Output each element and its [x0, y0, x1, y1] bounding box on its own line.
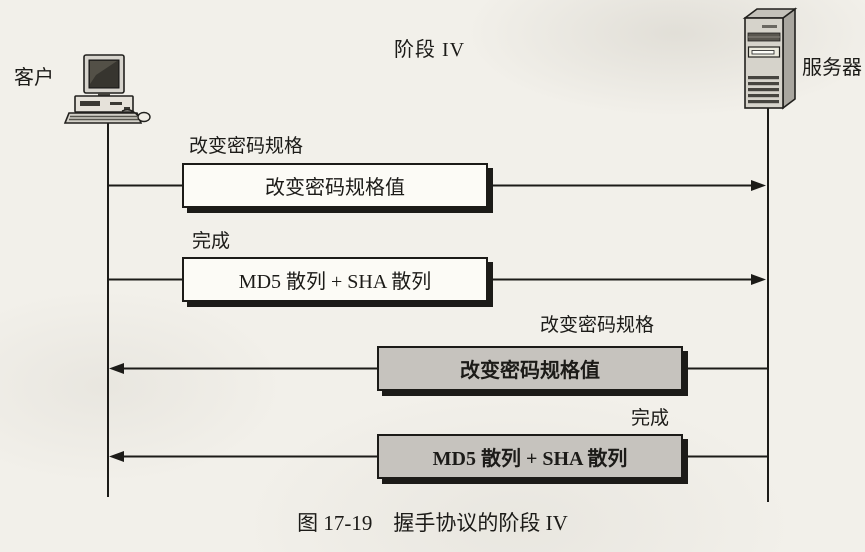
arrowhead-left-icon: [109, 451, 124, 462]
message-box: 改变密码规格值: [377, 346, 683, 391]
message-label: 改变密码规格: [189, 136, 304, 157]
message-label: 完成: [630, 408, 669, 429]
message-label: 改变密码规格: [539, 315, 654, 336]
message-box: 改变密码规格值: [182, 163, 488, 208]
client-computer-icon: [63, 54, 151, 124]
message-box: MD5 散列 + SHA 散列: [182, 257, 488, 302]
arrowhead-left-icon: [109, 363, 124, 374]
arrowhead-right-icon: [751, 274, 766, 285]
message-box: MD5 散列 + SHA 散列: [377, 434, 683, 479]
server-label: 服务器: [802, 57, 862, 79]
figure-caption: 图 17-19 握手协议的阶段 IV: [297, 511, 568, 535]
client-label: 客户: [14, 67, 54, 89]
server-tower-icon: [742, 7, 798, 110]
message-label: 完成: [192, 231, 231, 252]
phase-title: 阶段 IV: [394, 39, 466, 61]
arrowhead-right-icon: [751, 180, 766, 191]
